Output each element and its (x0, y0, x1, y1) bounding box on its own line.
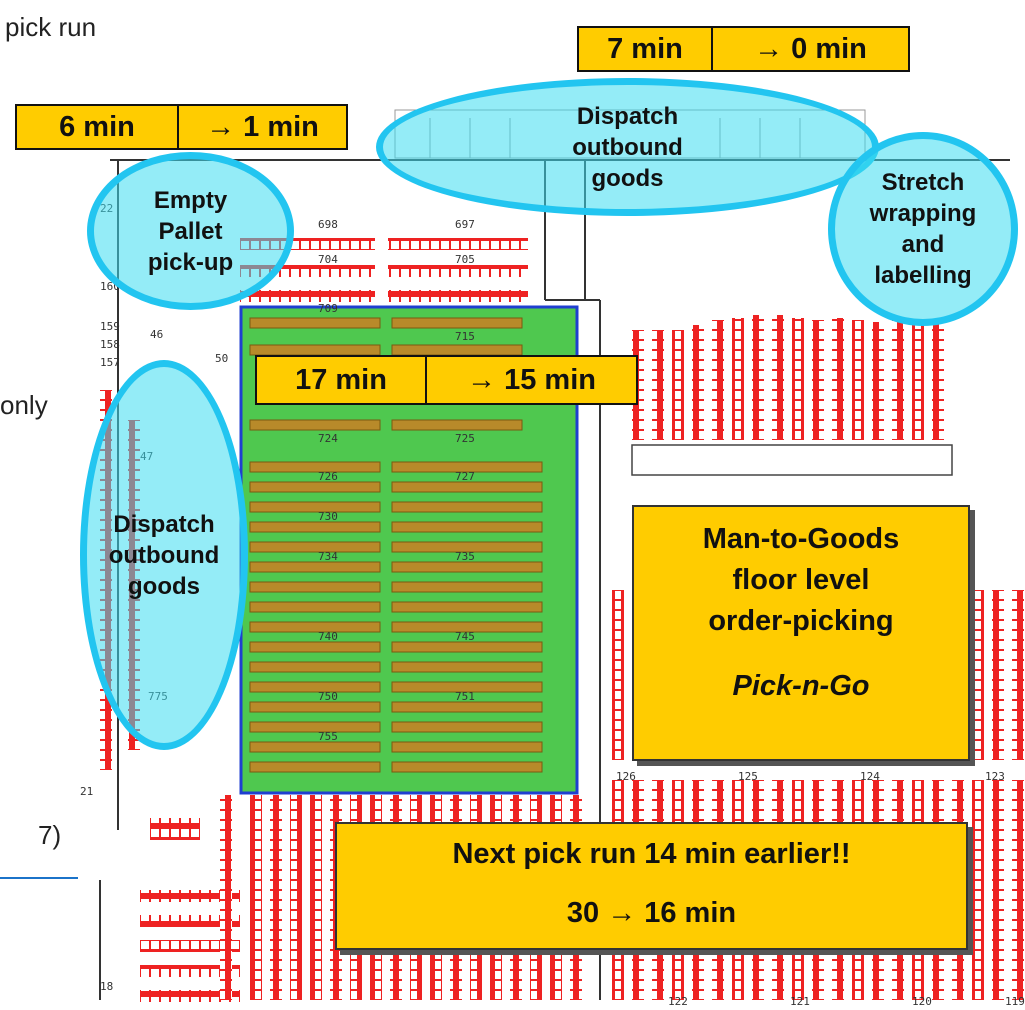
time-box-empty-pallet: 6 min → 1 min (15, 104, 348, 150)
floor-label: 724 (318, 432, 338, 445)
time-after: → 1 min (206, 110, 319, 143)
floor-label: 122 (668, 995, 688, 1008)
callout-headline: Next pick run 14 min earlier!! (452, 838, 851, 870)
floor-label: 124 (860, 770, 880, 783)
floor-label: 21 (80, 785, 93, 798)
floor-label: 121 (790, 995, 810, 1008)
rack-columns-right-upper (631, 315, 953, 476)
floor-label: 46 (150, 328, 163, 341)
bubble-dispatch-outbound-top: Dispatch outbound goods (376, 78, 879, 216)
floor-label: 727 (455, 470, 475, 483)
floor-label: 709 (318, 302, 338, 315)
time-box-picking-zone: 17 min → 15 min (255, 355, 638, 405)
floor-label: 123 (985, 770, 1005, 783)
floor-label: 715 (455, 330, 475, 343)
floor-label: 698 (318, 218, 338, 231)
bubble-empty-pallet-pickup: Empty Pallet pick-up (87, 152, 294, 310)
floor-label: 751 (455, 690, 475, 703)
floor-label: 750 (318, 690, 338, 703)
bubble-label: Dispatch outbound goods (572, 102, 683, 192)
callout-line: floor level (732, 564, 870, 596)
floor-label: 726 (318, 470, 338, 483)
time-after: → 0 min (754, 32, 867, 65)
floor-label: 158 (100, 338, 120, 351)
floor-label: 730 (318, 510, 338, 523)
callout-line: Man-to-Goods (702, 523, 900, 555)
floor-label: 697 (455, 218, 475, 231)
floor-label: 734 (318, 550, 338, 563)
text-fragment-top-left: pick run (5, 12, 97, 42)
time-before: 17 min (257, 357, 427, 403)
floor-label: 745 (455, 630, 475, 643)
time-before: 7 min (579, 28, 713, 70)
floor-label: 159 (100, 320, 120, 333)
bubble-label: Empty Pallet pick-up (147, 186, 234, 276)
callout-line: order-picking (708, 605, 894, 637)
callout-subtitle: Pick-n-Go (732, 670, 870, 702)
floor-label: 18 (100, 980, 113, 993)
floor-label: 157 (100, 356, 120, 369)
time-box-dispatch-top: 7 min → 0 min (577, 26, 910, 72)
floor-label: 126 (616, 770, 636, 783)
callout-man-to-goods: Man-to-Goods floor level order-picking P… (632, 505, 970, 761)
bubble-stretch-wrapping: Stretch wrapping and labelling (828, 132, 1018, 326)
bubble-dispatch-outbound-left: Dispatch outbound goods (80, 360, 248, 750)
floor-label: 740 (318, 630, 338, 643)
floor-label: 704 (318, 253, 338, 266)
floor-label: 735 (455, 550, 475, 563)
time-before: 6 min (17, 106, 179, 148)
callout-next-pick-run: Next pick run 14 min earlier!! 30 → 16 m… (335, 822, 968, 950)
floor-label: 755 (318, 730, 338, 743)
time-after: → 15 min (467, 363, 596, 396)
floor-label: 725 (455, 432, 475, 445)
floor-label: 119 (1005, 995, 1025, 1008)
text-fragment-mid-left: only (0, 390, 48, 420)
bubble-label: Stretch wrapping and labelling (869, 169, 977, 289)
bubble-label: Dispatch outbound goods (108, 510, 220, 600)
floor-label: 705 (455, 253, 475, 266)
floor-label: 120 (912, 995, 932, 1008)
text-fragment-lower-left: 7) (38, 820, 62, 850)
floor-label: 125 (738, 770, 758, 783)
floor-label: 50 (215, 352, 228, 365)
callout-detail: 30 → 16 min (566, 897, 737, 929)
